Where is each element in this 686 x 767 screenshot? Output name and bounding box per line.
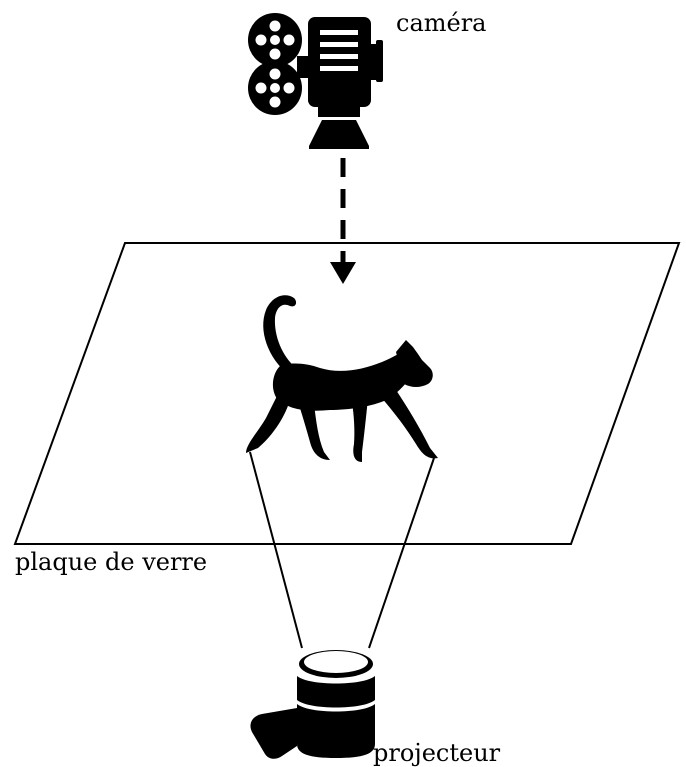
film-camera-icon: [248, 13, 383, 149]
camera-view-arrow: [330, 158, 356, 284]
projector-icon: [250, 650, 375, 759]
projector-label: projecteur: [373, 739, 501, 767]
glass-plate-label: plaque de verre: [15, 548, 207, 576]
camera-label: caméra: [396, 9, 487, 37]
projection-beam: [249, 451, 435, 649]
glass-plate-outline: [13, 242, 681, 545]
cat-icon: [246, 295, 438, 462]
